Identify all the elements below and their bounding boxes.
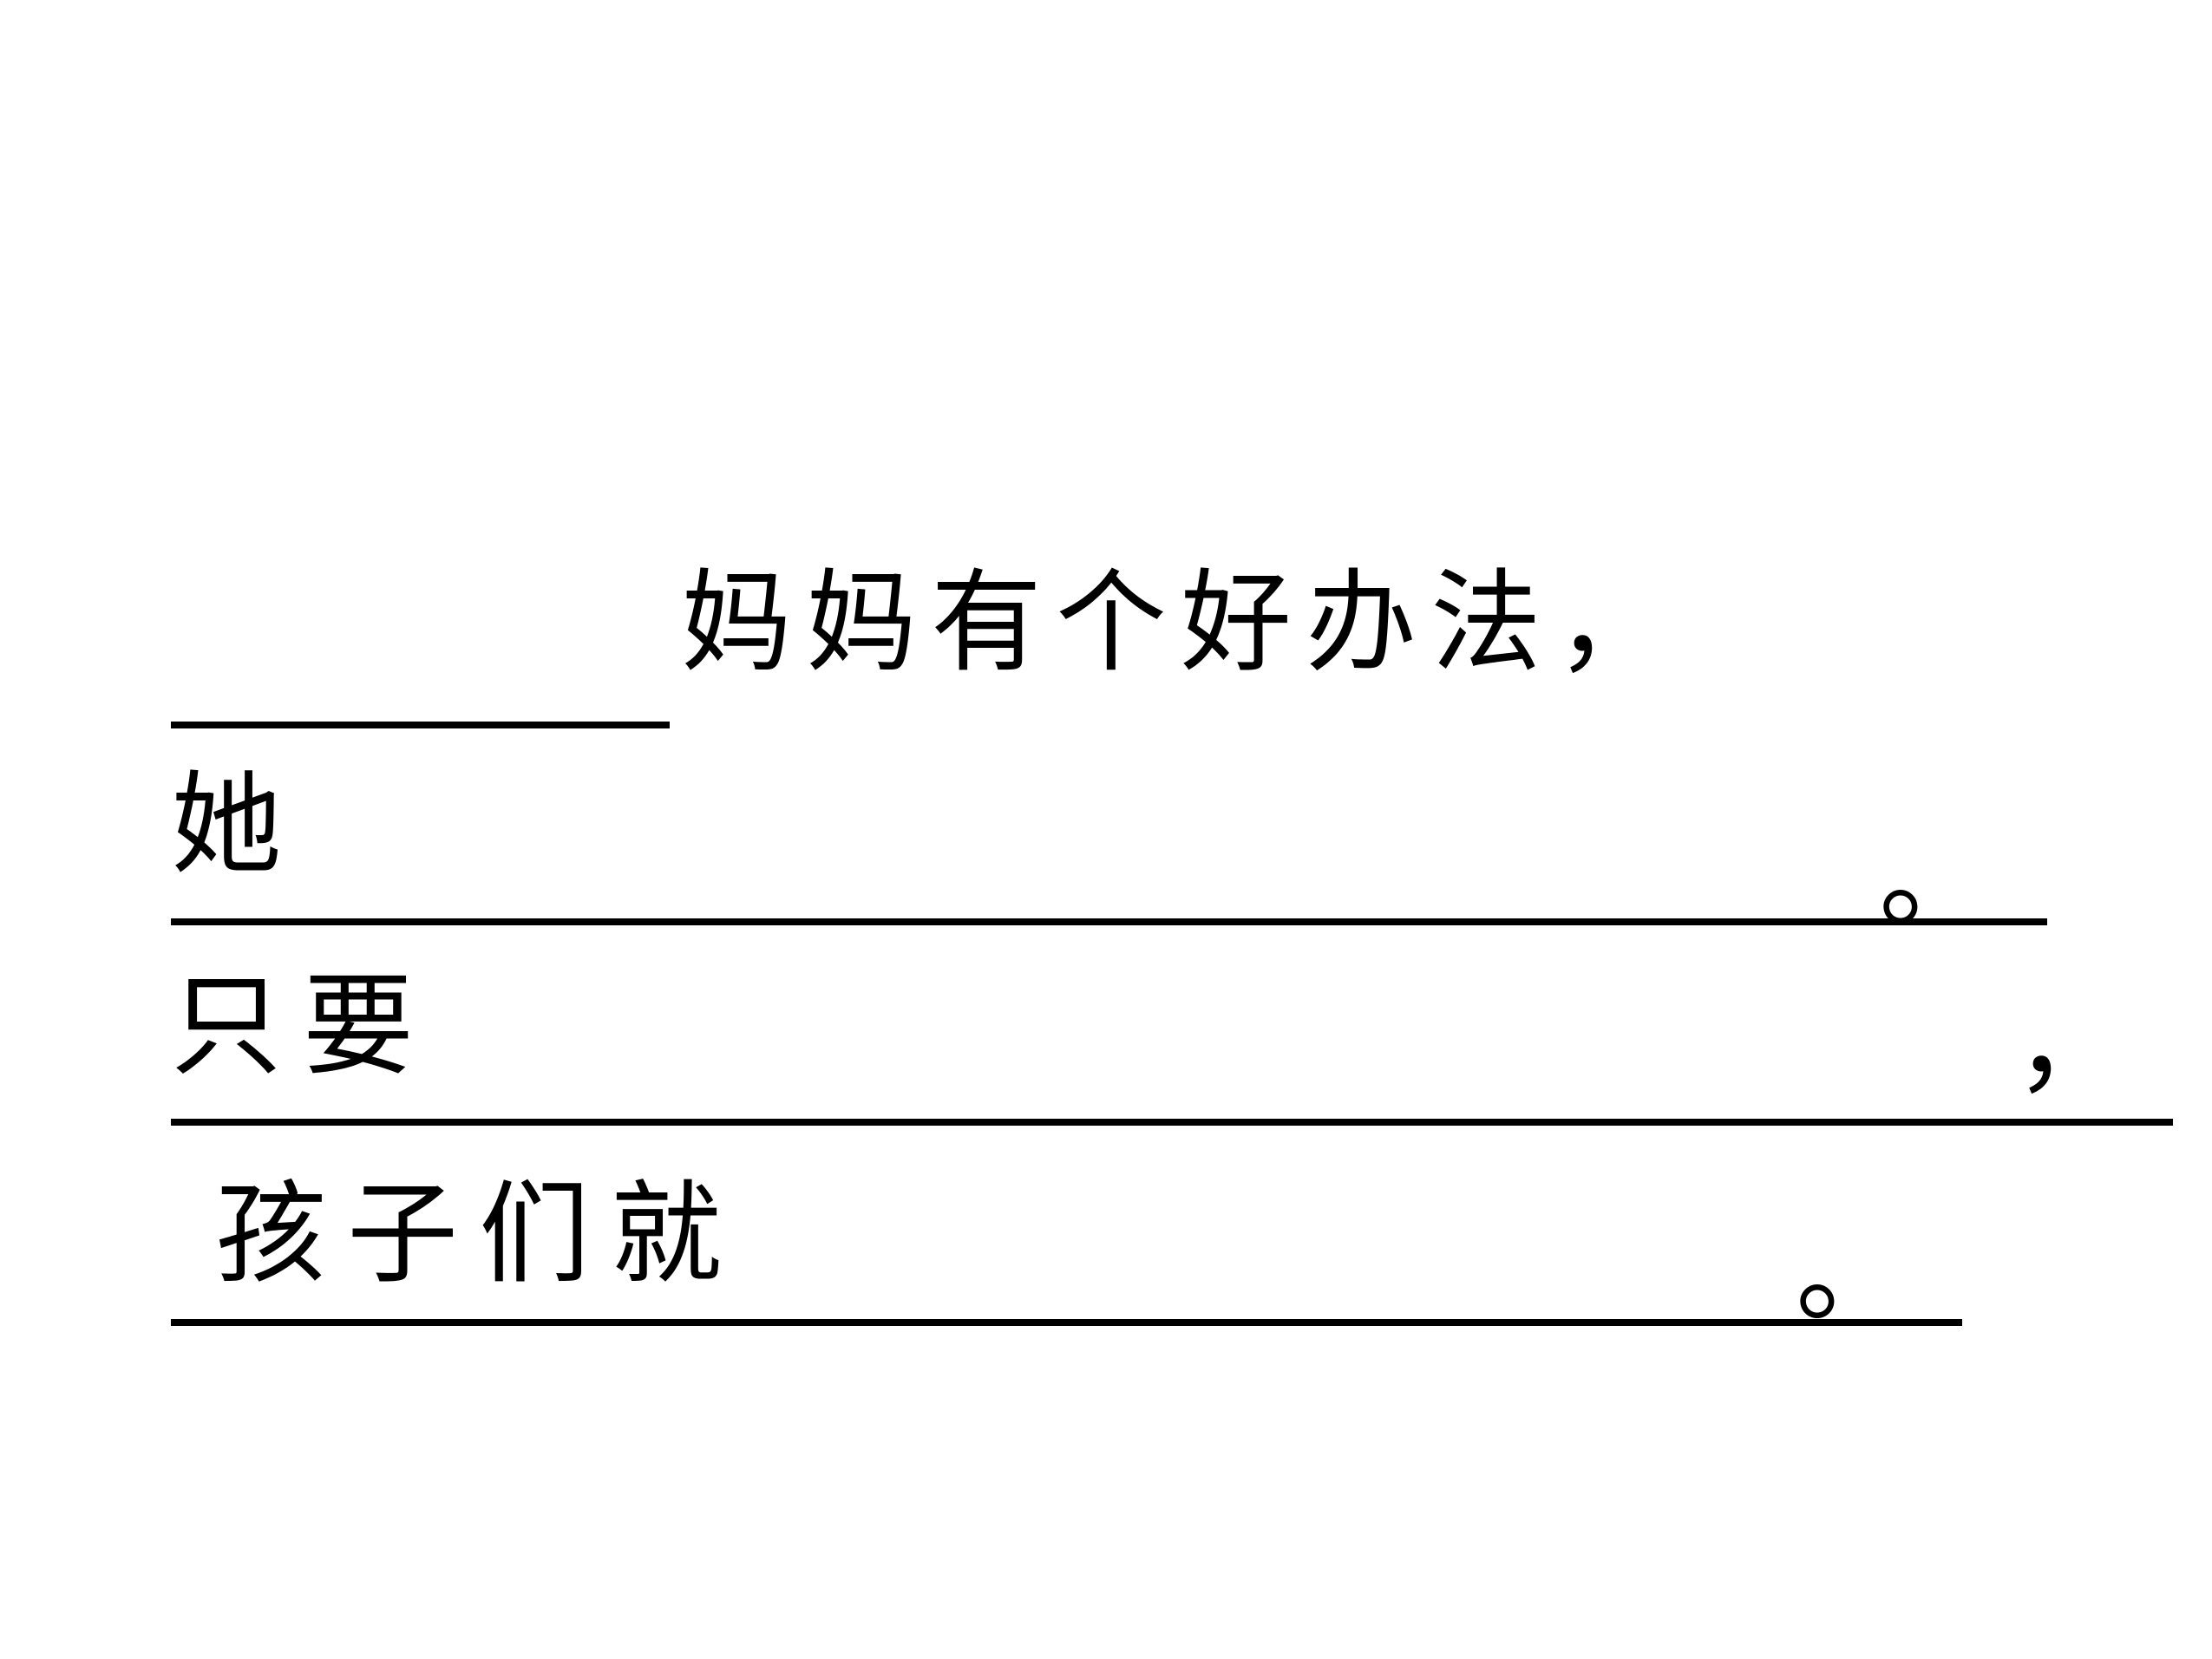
sentence-3-end: ， (2014, 979, 2126, 1108)
sentence-4-start: 孩子们就 (215, 1170, 743, 1299)
sentence-4-end: 。 (1796, 1209, 1908, 1338)
blank-2[interactable] (171, 918, 2047, 925)
sentence-1-text: 妈妈有个好办法， (681, 558, 1681, 688)
blank-4[interactable] (171, 1319, 1962, 1326)
sentence-2-end: 。 (1879, 814, 1991, 944)
sentence-3-start: 只要 (171, 962, 435, 1091)
blank-3[interactable] (171, 1119, 2173, 1126)
blank-1[interactable] (171, 722, 670, 728)
sentence-2-start: 她 (171, 761, 290, 890)
